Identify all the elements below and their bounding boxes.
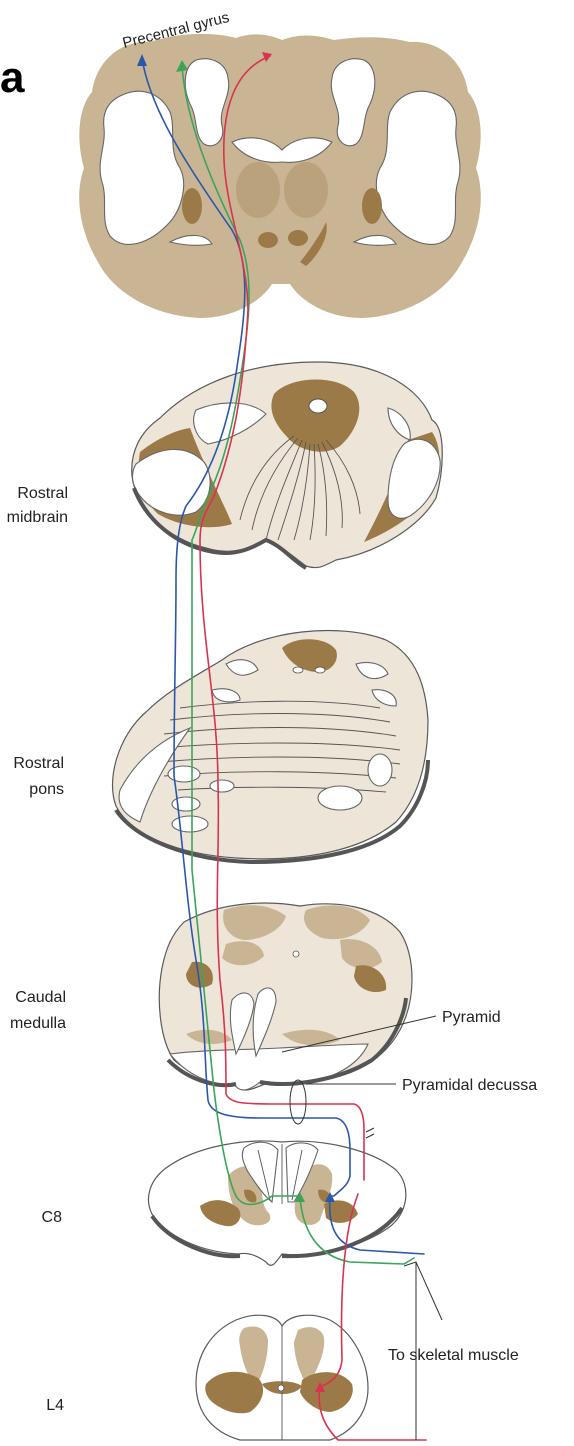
label-caudal-medulla-2: medulla <box>10 1015 66 1032</box>
arrowhead-red <box>262 52 272 62</box>
tracts <box>141 55 427 1441</box>
tract-red <box>199 55 427 1441</box>
label-rostral-pons-2: pons <box>29 781 64 798</box>
cerebrum-section <box>79 33 481 319</box>
arrowhead-red-l4 <box>315 1382 325 1392</box>
midbrain-fibers <box>239 435 361 541</box>
label-pyramidal-decussation: Pyramidal decussa <box>402 1077 537 1094</box>
tract-green <box>181 65 415 1265</box>
label-l4: L4 <box>46 1397 64 1414</box>
label-caudal-medulla-1: Caudal <box>15 989 66 1006</box>
label-pyramid: Pyramid <box>442 1009 501 1026</box>
arrowhead-green-c8 <box>295 1192 305 1202</box>
c8-section <box>147 1140 407 1266</box>
tract-ticks <box>365 1127 375 1139</box>
label-to-skeletal-muscle: To skeletal muscle <box>388 1347 519 1364</box>
arrowhead-blue <box>137 54 147 66</box>
arrowhead-blue-c8 <box>325 1192 335 1202</box>
medulla-section <box>158 902 413 1091</box>
label-rostral-midbrain-1: Rostral <box>17 485 68 502</box>
leader-skeletal-muscle <box>403 1261 443 1440</box>
leader-pyramid <box>281 1015 437 1053</box>
tract-blue <box>141 57 425 1255</box>
decussation-marker <box>289 1079 307 1125</box>
panel-letter: a <box>0 53 25 102</box>
l4-section <box>195 1314 369 1441</box>
label-rostral-midbrain-2: midbrain <box>7 509 68 526</box>
midbrain-section <box>131 361 443 570</box>
label-rostral-pons-1: Rostral <box>13 755 64 772</box>
pons-section <box>112 629 430 865</box>
tract-arrowheads <box>137 52 335 1392</box>
arrowhead-green <box>176 60 188 72</box>
label-c8: C8 <box>42 1209 63 1226</box>
